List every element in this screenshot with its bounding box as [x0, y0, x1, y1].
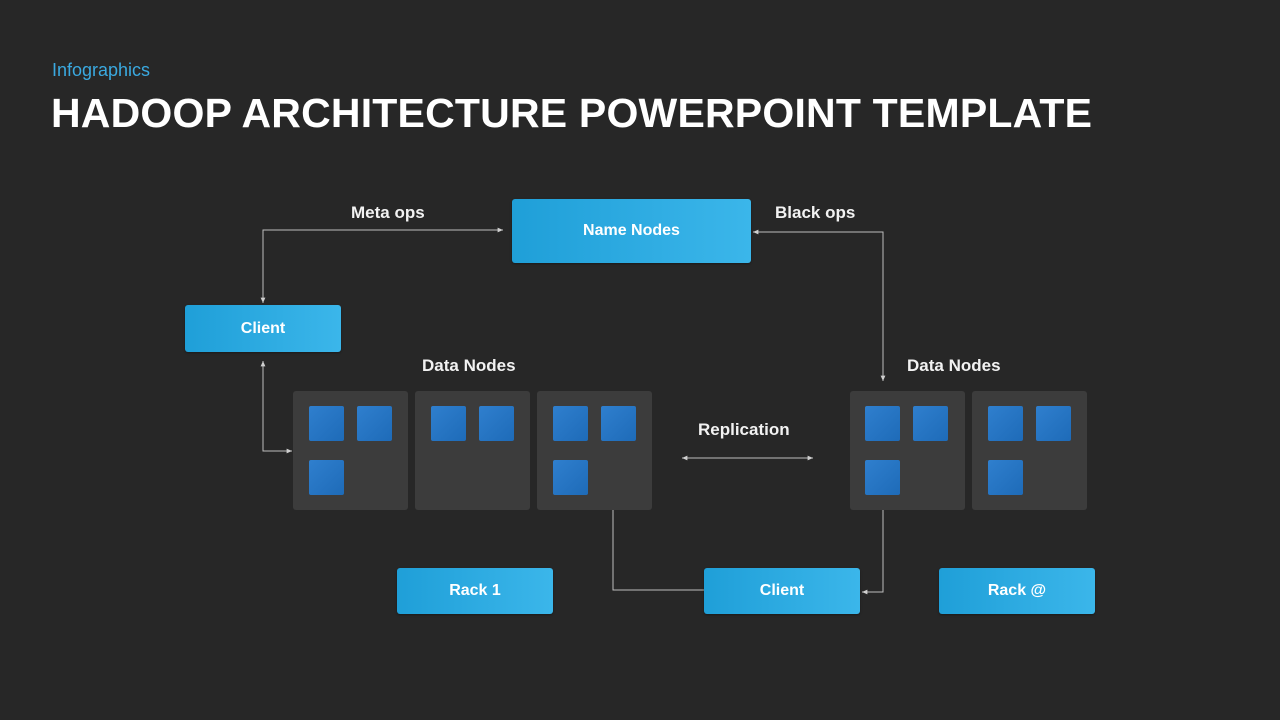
data-nodes-left-label: Data Nodes [422, 356, 516, 375]
data-block [865, 460, 900, 495]
data-block [1036, 406, 1071, 441]
data-block [431, 406, 466, 441]
client-box-top: Client [185, 305, 341, 352]
client-right-rack-connector [862, 497, 886, 595]
rack-1-box: Rack 1 [397, 568, 553, 614]
data-block [309, 460, 344, 495]
data-block [309, 406, 344, 441]
data-block [479, 406, 514, 441]
data-block [913, 406, 948, 441]
data-node-rack [293, 391, 408, 510]
data-node-rack [972, 391, 1087, 510]
data-block [553, 460, 588, 495]
data-block [553, 406, 588, 441]
name-nodes-box: Name Nodes [512, 199, 751, 263]
client-box-bottom: Client [704, 568, 860, 614]
meta-ops-connector [260, 227, 503, 303]
data-block [601, 406, 636, 441]
black-ops-label: Black ops [775, 203, 856, 222]
data-node-rack [415, 391, 530, 510]
client-rack-connector [260, 361, 292, 454]
rack-2-box: Rack @ [939, 568, 1095, 614]
data-block [988, 406, 1023, 441]
data-block [988, 460, 1023, 495]
data-block [357, 406, 392, 441]
data-nodes-right-label: Data Nodes [907, 356, 1001, 375]
replication-label: Replication [698, 420, 790, 439]
meta-ops-label: Meta ops [351, 203, 425, 222]
data-block [865, 406, 900, 441]
slide-title: HADOOP ARCHITECTURE POWERPOINT TEMPLATE [51, 90, 1093, 136]
black-ops-connector [753, 229, 886, 381]
data-node-rack [850, 391, 965, 510]
slide-subtitle: Infographics [52, 60, 151, 80]
data-node-rack [537, 391, 652, 510]
